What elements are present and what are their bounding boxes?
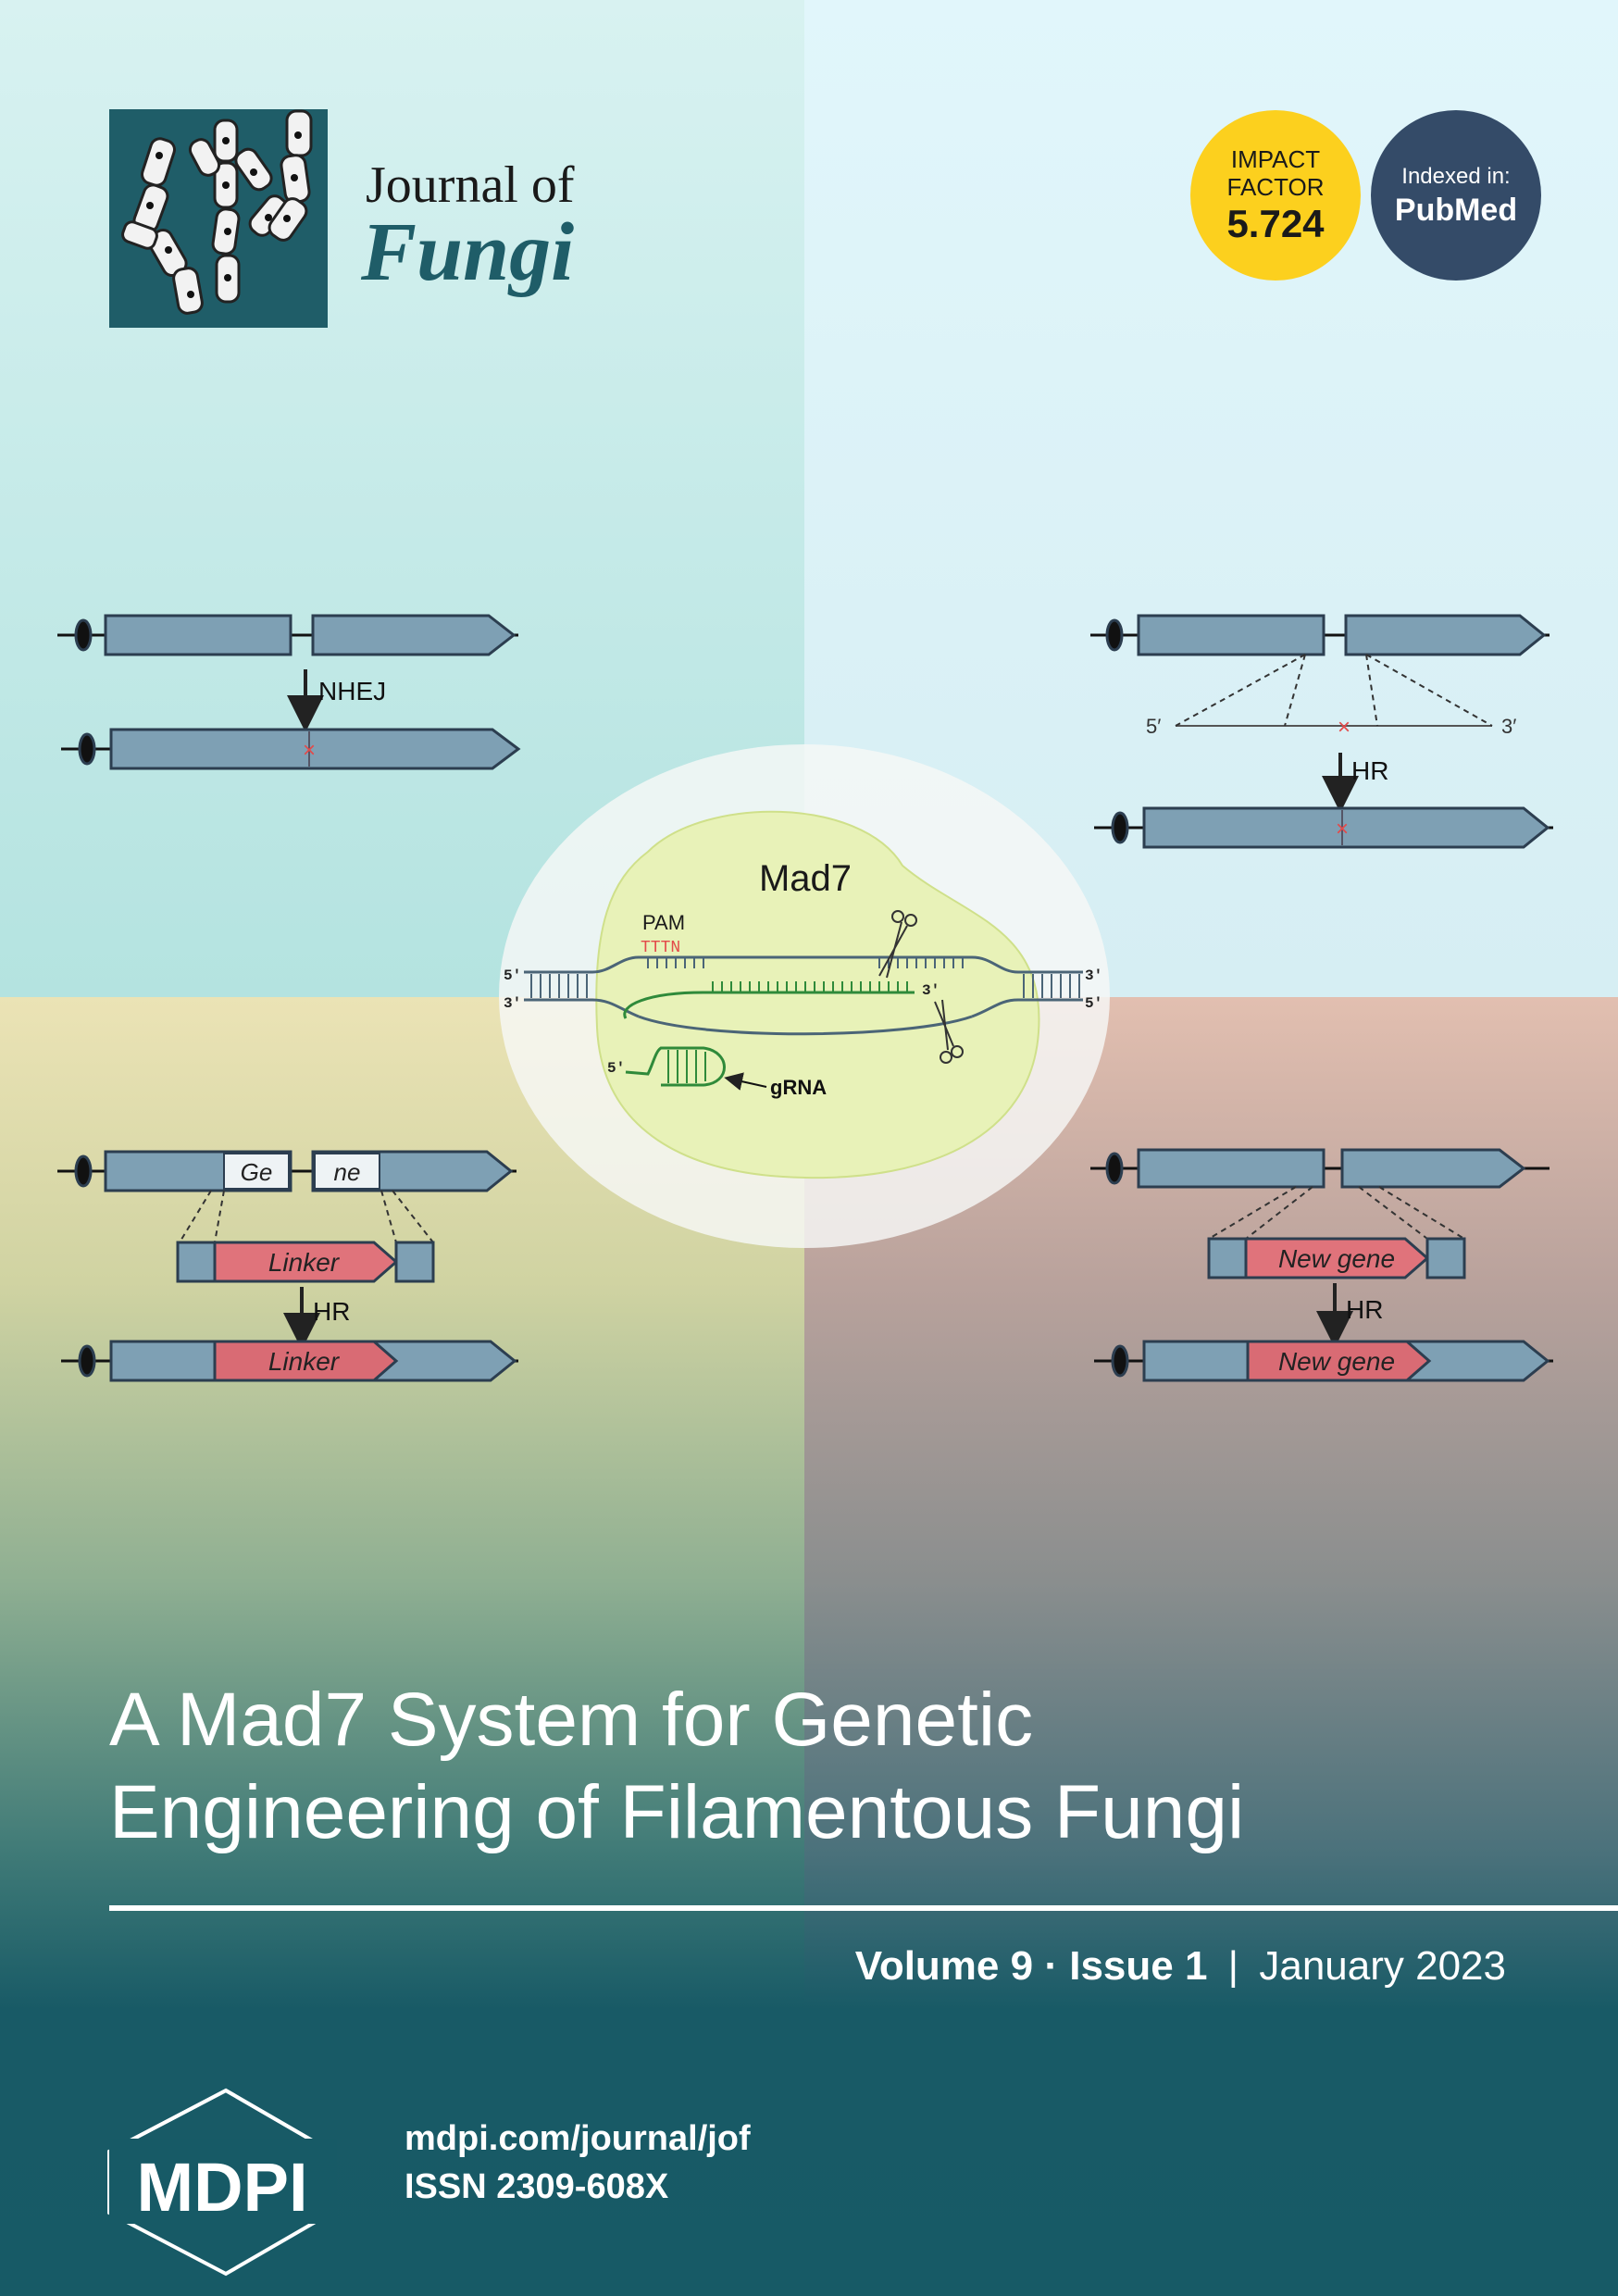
scissors-icon (934, 999, 964, 1064)
cut-mark: × (1338, 715, 1350, 740)
grna-rungs (667, 981, 908, 1083)
hr-label: HR (313, 1297, 350, 1326)
grna-five-prime: 5' (607, 1060, 625, 1077)
journal-logo: Journal of Fungi (109, 109, 575, 328)
hr-label: HR (1346, 1295, 1383, 1324)
grna-label: gRNA (770, 1076, 827, 1099)
volume-label: Volume 9 (854, 1943, 1034, 1989)
issue-label: Issue 1 (1069, 1943, 1208, 1989)
diagram-nhej: NHEJ × (57, 614, 521, 770)
article-title-line2: Engineering of Filamentous Fungi (109, 1770, 1245, 1854)
impact-label-1: IMPACT (1231, 145, 1320, 173)
three-prime-label: 3′ (1501, 715, 1516, 738)
pubmed-badge: Indexed in: PubMed (1371, 110, 1541, 281)
index-label: Indexed in: (1401, 164, 1510, 189)
title-divider (109, 1905, 1618, 1911)
dna-five-prime-left: 5' (504, 967, 521, 984)
dna-three-prime-left: 3' (504, 995, 521, 1012)
issn-number: ISSN 2309-608X (404, 2167, 669, 2206)
nhej-label: NHEJ (318, 677, 386, 705)
issue-date: January 2023 (1259, 1943, 1506, 1989)
diagram-gene-replacement: New gene HR New gene (1090, 1148, 1553, 1382)
article-title: A Mad7 System for Genetic Engineering of… (109, 1674, 1553, 1859)
linker-label: Linker (268, 1347, 341, 1376)
mdpi-logo: MDPI (107, 2088, 337, 2277)
article-title-line1: A Mad7 System for Genetic (109, 1678, 1034, 1762)
hr-label: HR (1351, 756, 1388, 785)
journal-name-line2: Fungi (360, 206, 574, 298)
mad7-protein (595, 810, 1040, 1179)
pam-label: PAM (642, 911, 685, 934)
grna-strand (623, 991, 915, 1087)
dot-separator: · (1044, 1943, 1058, 1989)
five-prime-label: 5′ (1146, 715, 1161, 738)
dna-five-prime-right: 5' (1085, 995, 1102, 1012)
diagram-linker-insertion: Ge ne Linker HR Linker (57, 1150, 518, 1382)
index-value: PubMed (1395, 193, 1517, 228)
dna-rungs-right (1023, 974, 1080, 998)
cut-mark: × (1336, 817, 1349, 842)
linker-label: Linker (268, 1248, 341, 1277)
gene-part2-label: ne (334, 1158, 361, 1186)
issue-info: Volume 9 · Issue 1 | January 2023 (855, 1939, 1506, 1994)
dna-rungs-left (530, 974, 588, 998)
impact-value: 5.724 (1226, 202, 1325, 245)
impact-label-2: FACTOR (1227, 173, 1325, 201)
new-gene-label: New gene (1278, 1347, 1395, 1376)
mad7-complex: Mad7 PAM TTTN (499, 744, 1110, 1248)
new-gene-label: New gene (1278, 1244, 1395, 1273)
journal-url[interactable]: mdpi.com/journal/jof (404, 2119, 751, 2158)
dna-duplex (524, 955, 1083, 1036)
diagram-hr-repair: × 5′ 3′ HR × (1090, 614, 1553, 849)
tttn-label: TTTN (641, 939, 680, 957)
dna-three-prime-right: 3' (1085, 967, 1102, 984)
impact-factor-badge: IMPACT FACTOR 5.724 (1190, 110, 1361, 281)
mad7-label: Mad7 (759, 858, 852, 899)
cut-mark: × (303, 738, 316, 763)
scissors-icon (878, 910, 917, 979)
journal-name-line1: Journal of (366, 156, 575, 214)
pipe-separator: | (1227, 1943, 1239, 1989)
gene-part1-label: Ge (241, 1158, 273, 1186)
mdpi-logo-text: MDPI (137, 2149, 308, 2226)
dna-rungs-top (647, 957, 964, 968)
grna-three-prime: 3' (922, 982, 940, 999)
